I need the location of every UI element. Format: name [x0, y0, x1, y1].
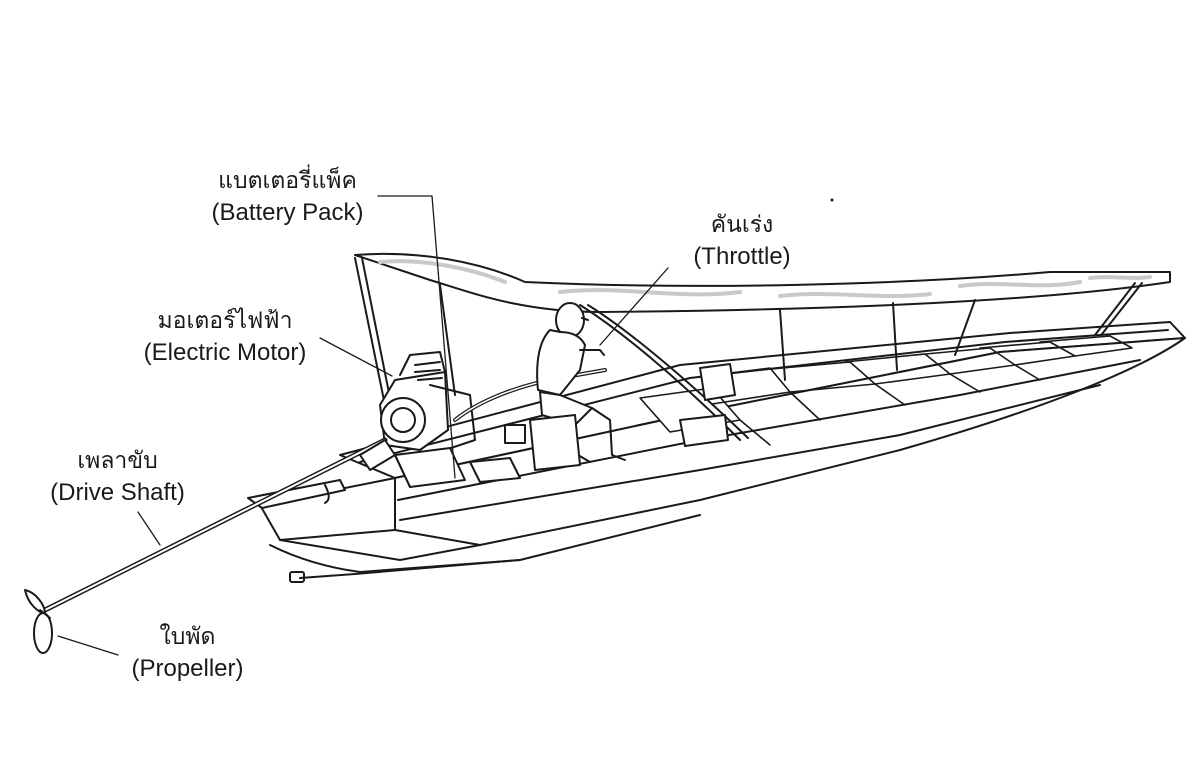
label-battery-pack: แบตเตอรี่แพ็ค (Battery Pack) [190, 166, 385, 228]
label-throttle: คันเร่ง (Throttle) [672, 210, 812, 272]
label-drive-shaft-en: (Drive Shaft) [50, 479, 185, 506]
label-drive-shaft: เพลาขับ (Drive Shaft) [30, 446, 205, 508]
label-drive-shaft-thai: เพลาขับ [77, 448, 158, 474]
label-propeller: ใบพัด (Propeller) [115, 622, 260, 684]
electric-motor-drawing [379, 351, 476, 451]
label-battery-pack-en: (Battery Pack) [211, 199, 364, 226]
boat-driver [529, 302, 736, 471]
label-battery-pack-thai: แบตเตอรี่แพ็ค [218, 168, 357, 194]
leader-throttle [599, 267, 669, 346]
label-throttle-thai: คันเร่ง [710, 212, 774, 238]
label-propeller-en: (Propeller) [131, 655, 244, 682]
leader-propeller [57, 635, 119, 656]
label-electric-motor-en: (Electric Motor) [143, 339, 307, 366]
battery-pack-drawing [394, 424, 526, 488]
leader-battery [377, 195, 456, 479]
label-throttle-en: (Throttle) [693, 243, 791, 270]
drive-shaft-drawing [42, 437, 396, 613]
leader-motor [319, 337, 393, 377]
leader-shaft [137, 511, 161, 546]
label-electric-motor: มอเตอร์ไฟฟ้า (Electric Motor) [120, 306, 330, 368]
label-electric-motor-thai: มอเตอร์ไฟฟ้า [157, 308, 293, 334]
leader-lines [57, 195, 669, 656]
label-propeller-thai: ใบพัด [159, 624, 216, 650]
propeller-drawing [24, 589, 53, 654]
